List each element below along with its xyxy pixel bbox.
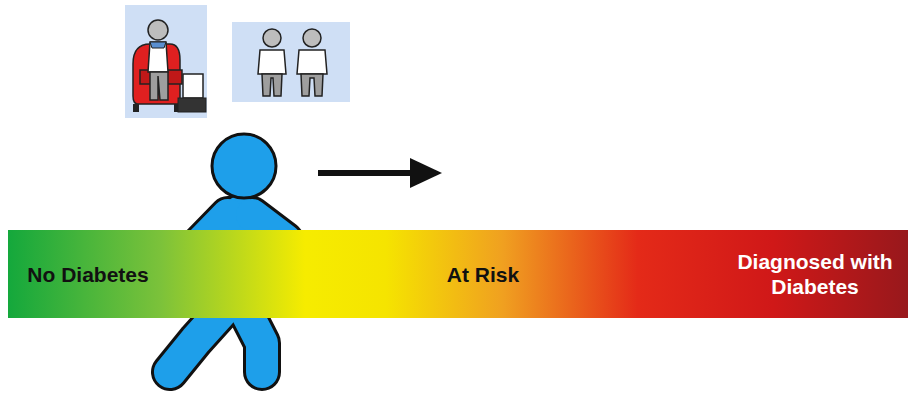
people-icon xyxy=(232,22,350,102)
direction-arrow xyxy=(318,158,442,188)
sitting-icon xyxy=(125,5,207,118)
band-label: No Diabetes xyxy=(18,262,158,287)
band-label: At Risk xyxy=(428,262,538,287)
band-label: Diagnosed with Diabetes xyxy=(720,249,910,299)
risk-band: No Diabetes At Risk Diagnosed with Diabete… xyxy=(8,230,908,318)
